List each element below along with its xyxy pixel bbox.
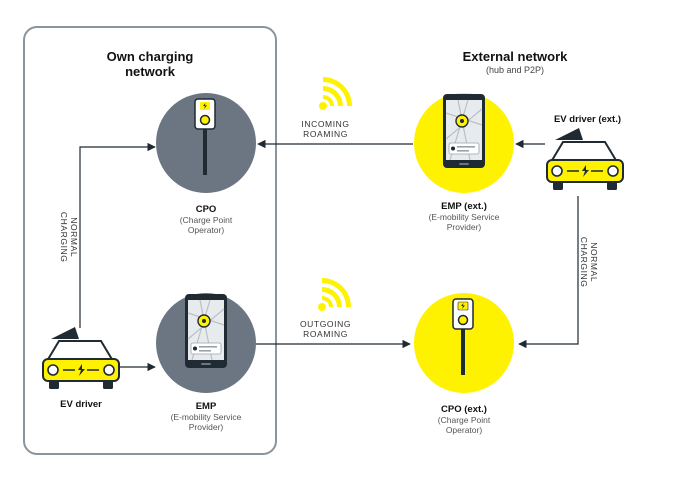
outgoing-line2: ROAMING (303, 328, 348, 339)
emp-sub2: Provider) (188, 421, 224, 432)
external-network-header: External network (hub and P2P) (450, 49, 580, 75)
emp-sub1: (E-mobility Service (170, 411, 242, 422)
emp-ext-sub2: Provider) (446, 221, 482, 232)
own-network-title-line2: network (125, 63, 175, 79)
wifi-icon (319, 77, 352, 110)
normal-right-line1: NORMAL (589, 242, 600, 283)
own-network-title: Own charging network (95, 49, 205, 80)
emp-ext-label: EMP (ext.) (E-mobility Service Provider) (409, 201, 519, 232)
emp-label: EMP (E-mobility Service Provider) (151, 401, 261, 432)
incoming-roaming-label: INCOMING ROAMING (288, 119, 363, 140)
incoming-line2: ROAMING (303, 128, 348, 139)
cpo-ext-title: CPO (ext.) (441, 404, 487, 415)
cpo-ext-sub2: Operator) (445, 424, 483, 435)
cpo-ext-sub1: (Charge Point (437, 414, 491, 425)
cpo-sub2: Operator) (187, 224, 225, 235)
normal-left-line2: CHARGING (59, 211, 69, 263)
emp-ext-sub1: (E-mobility Service (428, 211, 500, 222)
external-network-title: External network (462, 49, 568, 64)
ev-driver-label: EV driver (60, 399, 102, 410)
outgoing-roaming-label: OUTGOING ROAMING (288, 319, 363, 340)
external-network-subtitle: (hub and P2P) (485, 64, 545, 75)
normal-left-line1: NORMAL (69, 217, 80, 258)
cpo-sub1: (Charge Point (179, 214, 233, 225)
own-network-title-line1: Own charging (106, 49, 194, 64)
car-icon (42, 326, 120, 390)
normal-right-line2: CHARGING (579, 236, 589, 288)
wifi-icon (318, 278, 351, 311)
cpo-label: CPO (Charge Point Operator) (156, 204, 256, 235)
normal-charging-left-label: NORMAL CHARGING (59, 197, 79, 277)
incoming-line1: INCOMING (301, 119, 350, 129)
car-icon (546, 127, 624, 191)
emp-ext-title: EMP (ext.) (441, 201, 487, 212)
normal-charging-left-arrow (79, 142, 156, 328)
cpo-ext-label: CPO (ext.) (Charge Point Operator) (409, 404, 519, 435)
outgoing-line1: OUTGOING (299, 319, 352, 329)
phone-icon (442, 93, 486, 169)
cpo-title: CPO (195, 204, 217, 215)
own-network-frame (23, 26, 277, 455)
emp-title: EMP (195, 401, 217, 412)
normal-charging-right-arrow (518, 196, 579, 349)
phone-icon (184, 293, 228, 369)
ev-driver-ext-label: EV driver (ext.) (553, 114, 622, 125)
normal-charging-right-label: NORMAL CHARGING (579, 222, 599, 302)
